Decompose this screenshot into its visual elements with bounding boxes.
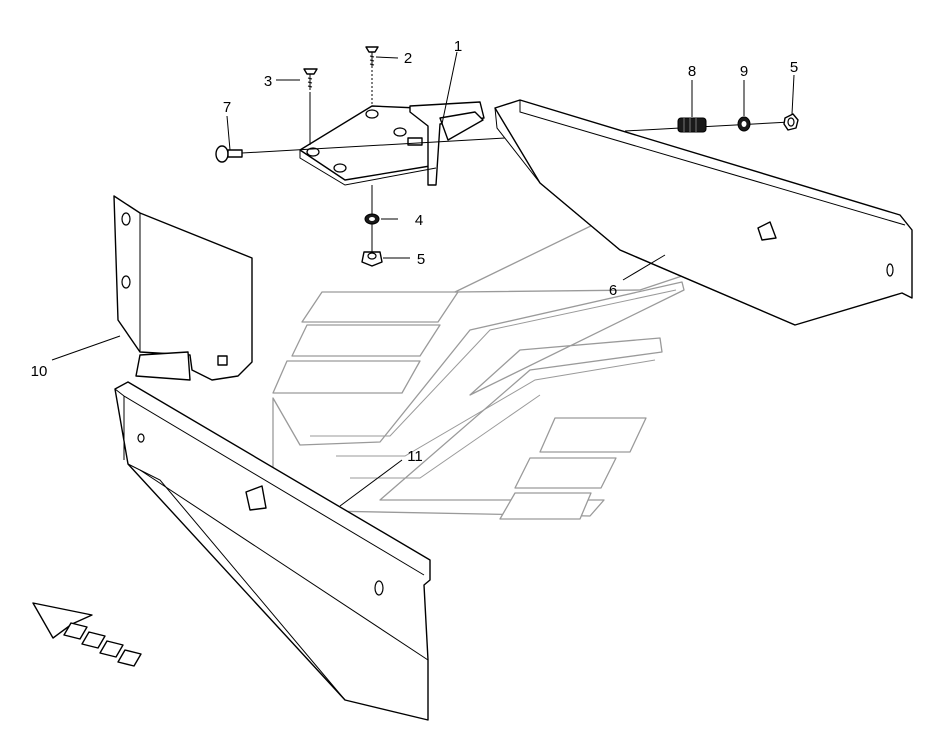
watermark-bar-1 [301, 291, 459, 323]
callouts: 1 2 3 4 5 5 6 7 8 9 10 11 [31, 38, 799, 465]
watermark-bar-3 [272, 360, 421, 394]
forward-direction-arrow [32, 602, 142, 667]
callout-11: 11 [407, 448, 423, 465]
callout-9: 9 [740, 63, 748, 80]
part-11-lower-panel [114, 381, 431, 721]
part-10-side-plate [113, 195, 253, 381]
part-1-bracket [299, 101, 485, 186]
part-6-right-panel [494, 99, 913, 326]
part-8-spacer [624, 117, 791, 133]
callout-1: 1 [454, 38, 462, 55]
callout-5-right: 5 [790, 59, 798, 76]
callout-4: 4 [415, 212, 423, 229]
callout-3: 3 [264, 73, 272, 90]
panel-6-hole [886, 263, 894, 277]
watermark-chevron [272, 281, 685, 517]
callout-8: 8 [688, 63, 696, 80]
callout-6: 6 [609, 282, 617, 299]
watermark-bar-5 [514, 457, 617, 489]
callout-2: 2 [404, 50, 412, 67]
watermark-bar-6 [499, 492, 592, 520]
callout-7: 7 [223, 99, 231, 116]
part-2-screw-top [365, 46, 379, 104]
part-4-washer [364, 185, 380, 255]
leader-lines [51, 51, 795, 507]
part-3-screw [303, 68, 318, 145]
part-5-nut-lower [361, 251, 383, 267]
callout-5-lower: 5 [417, 251, 425, 268]
panel-6-slot [757, 221, 777, 241]
part-7-bolt [215, 137, 506, 163]
part-9-washer [737, 116, 751, 132]
watermark-bar-4 [539, 417, 647, 453]
watermark-chevron-inner [310, 289, 677, 479]
part-5-nut-right [783, 113, 799, 131]
callout-10: 10 [31, 363, 48, 380]
watermark-bar-2 [291, 324, 441, 357]
